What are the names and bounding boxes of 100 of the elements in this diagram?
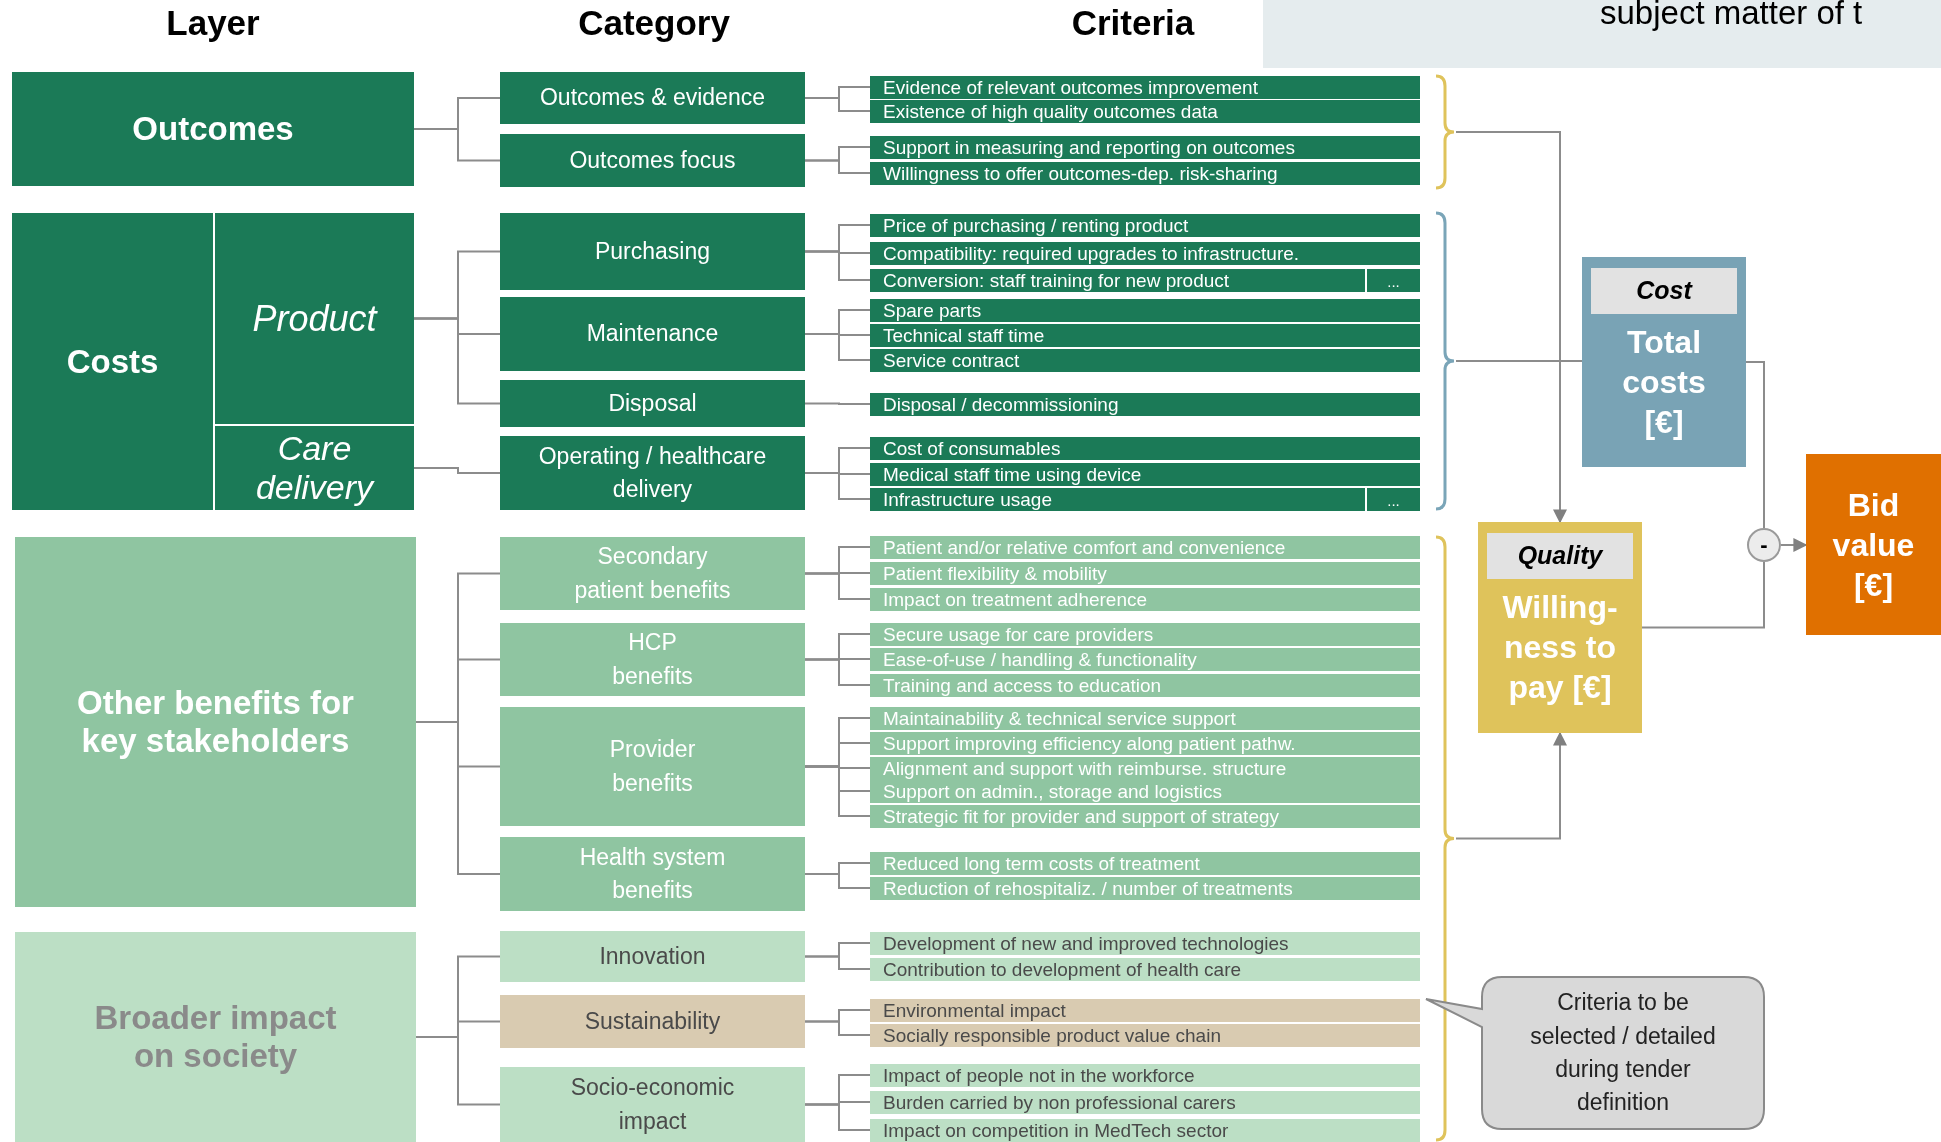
criterion-bar bbox=[870, 1118, 1420, 1142]
criterion-bar bbox=[870, 804, 1420, 828]
criterion-text: Patient flexibility & mobility bbox=[882, 563, 1108, 583]
column-heading: Category bbox=[578, 2, 730, 44]
criterion-bar bbox=[870, 647, 1420, 671]
curly-brace bbox=[1434, 535, 1456, 1142]
criterion-text: Environmental impact bbox=[882, 1000, 1067, 1020]
criterion-bar bbox=[870, 268, 1420, 292]
criterion-bar bbox=[870, 487, 1420, 511]
criterion-text: Support in measuring and reporting on outcomes bbox=[882, 137, 1296, 157]
layer-box bbox=[12, 213, 213, 510]
box-value: Bid value [€] bbox=[1831, 485, 1916, 605]
column-heading: Layer bbox=[166, 2, 260, 44]
criterion-text: Technical staff time bbox=[882, 325, 1046, 345]
connector-line bbox=[804, 250, 871, 281]
category-label: Provider benefits bbox=[608, 735, 697, 798]
curly-brace bbox=[1434, 74, 1456, 190]
layer-label: Outcomes bbox=[132, 110, 294, 148]
category-label: HCP benefits bbox=[611, 628, 694, 691]
criterion-text: Maintainability & technical service support bbox=[882, 708, 1237, 728]
category-box bbox=[500, 1067, 805, 1142]
criterion-bar bbox=[870, 561, 1420, 585]
criterion-text: Evidence of relevant outcomes improvement bbox=[882, 77, 1259, 97]
criterion-bar bbox=[870, 931, 1420, 955]
connector-line bbox=[413, 467, 501, 474]
bid-value-box bbox=[1806, 454, 1941, 635]
criterion-text: Impact of people not in the workforce bbox=[882, 1065, 1196, 1085]
criterion-text: Development of new and improved technologies bbox=[882, 933, 1290, 953]
callout-bubble bbox=[1424, 975, 1766, 1131]
connector-line bbox=[413, 317, 501, 405]
criterion-bar bbox=[870, 75, 1420, 99]
criterion-text: Contribution to development of health care bbox=[882, 959, 1243, 979]
criterion-text: Reduction of rehospitaliz. / number of treatments bbox=[882, 878, 1294, 898]
criterion-bar bbox=[870, 587, 1420, 611]
category-box bbox=[500, 931, 805, 982]
criterion-bar bbox=[870, 731, 1420, 755]
criterion-bar bbox=[870, 99, 1420, 123]
connector-line bbox=[1455, 731, 1567, 840]
category-label: Sustainability bbox=[584, 1006, 721, 1036]
category-box bbox=[500, 995, 805, 1048]
category-box bbox=[500, 436, 805, 510]
category-label: Maintenance bbox=[586, 319, 719, 349]
callout-text: Criteria to be selected / detailed during tender definition bbox=[1529, 988, 1717, 1118]
criterion-bar bbox=[870, 241, 1420, 265]
category-label: Secondary patient benefits bbox=[573, 542, 732, 605]
category-box bbox=[500, 380, 805, 427]
category-box bbox=[500, 297, 805, 371]
category-label: Health system benefits bbox=[578, 842, 727, 905]
category-box bbox=[500, 72, 805, 124]
layer-box bbox=[215, 426, 414, 510]
criterion-bar bbox=[870, 957, 1420, 981]
criterion-text: Ease-of-use / handling & functionality bbox=[882, 649, 1198, 669]
layer-box bbox=[12, 72, 414, 186]
criterion-bar bbox=[870, 1023, 1420, 1047]
connector-line bbox=[1641, 561, 1765, 629]
box-value: Total costs [€] bbox=[1621, 323, 1707, 442]
criterion-bar bbox=[870, 135, 1420, 159]
criterion-text: Support on admin., storage and logistics bbox=[882, 781, 1224, 801]
category-box bbox=[500, 623, 805, 696]
connector-line bbox=[804, 572, 871, 600]
layer-label: Costs bbox=[66, 342, 159, 381]
category-label: Purchasing bbox=[594, 236, 711, 266]
layer-box bbox=[15, 537, 416, 907]
connector-line bbox=[804, 873, 871, 889]
criterion-text: Infrastructure usage bbox=[882, 489, 1053, 509]
connector-line bbox=[413, 128, 501, 162]
criterion-bar bbox=[870, 298, 1420, 322]
criterion-text: Support improving efficiency along patient pathw. bbox=[882, 733, 1297, 753]
category-label: Outcomes & evidence bbox=[540, 83, 765, 113]
category-box bbox=[500, 537, 805, 610]
category-label: Operating / healthcare delivery bbox=[537, 441, 768, 504]
layer-label: Product bbox=[252, 297, 377, 340]
category-box bbox=[500, 134, 805, 187]
criterion-bar bbox=[870, 876, 1420, 900]
criterion-bar bbox=[870, 622, 1420, 646]
connector-line bbox=[415, 721, 501, 875]
connector-line bbox=[804, 402, 871, 405]
criterion-text: Service contract bbox=[882, 350, 1021, 370]
criterion-text: Impact on competition in MedTech sector bbox=[882, 1120, 1230, 1140]
criterion-text: Spare parts bbox=[882, 300, 983, 320]
criterion-bar bbox=[870, 779, 1420, 803]
connector-line bbox=[1780, 538, 1808, 552]
connector-line bbox=[1455, 131, 1567, 524]
criterion-text: Medical staff time using device bbox=[882, 464, 1143, 484]
criterion-bar bbox=[870, 1090, 1420, 1114]
column-heading: Criteria bbox=[1071, 2, 1195, 44]
criterion-text: Alignment and support with reimburse. structure bbox=[882, 758, 1288, 778]
criterion-text: Conversion: staff training for new product bbox=[882, 270, 1231, 290]
criterion-bar bbox=[870, 706, 1420, 730]
category-box bbox=[500, 837, 805, 911]
criterion-bar bbox=[870, 348, 1420, 372]
layer-label: Other benefits for key stakeholders bbox=[76, 684, 355, 760]
category-label: Innovation bbox=[599, 941, 706, 971]
layer-box bbox=[15, 932, 416, 1142]
category-label: Socio-economic impact bbox=[569, 1073, 736, 1136]
connector-line bbox=[1745, 361, 1765, 529]
criterion-bar bbox=[870, 851, 1420, 875]
connector-line bbox=[1455, 360, 1583, 362]
criterion-text: Training and access to education bbox=[882, 675, 1163, 695]
connector-line bbox=[804, 1103, 871, 1131]
